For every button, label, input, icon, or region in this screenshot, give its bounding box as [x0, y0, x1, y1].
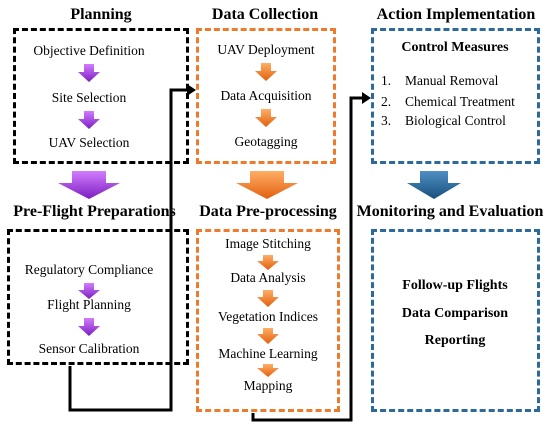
action-box [371, 28, 540, 164]
data-collection-step: Geotagging [234, 134, 298, 149]
data-collection-step: Data Acquisition [220, 88, 312, 103]
preflight-step: Sensor Calibration [38, 341, 140, 356]
planning-heading: Planning [70, 6, 132, 23]
preflight-step: Flight Planning [47, 297, 131, 312]
preprocessing-step: Mapping [243, 378, 293, 393]
control-measure-number: 1. [381, 73, 392, 88]
planning-box [13, 28, 189, 164]
monitoring-item: Reporting [424, 333, 486, 348]
arrow-down-icon [236, 171, 298, 199]
connector-arrow [68, 88, 188, 412]
preprocessing-step: Data Analysis [230, 270, 306, 285]
monitoring-box [371, 229, 540, 412]
data-collection-step: UAV Deployment [217, 42, 315, 57]
arrow-down-icon [407, 171, 461, 199]
control-measures-subtitle: Control Measures [401, 40, 509, 55]
planning-step: UAV Selection [48, 135, 130, 150]
preprocessing-step: Machine Learning [218, 346, 318, 361]
arrow-down-icon [255, 63, 277, 127]
preprocessing-step: Vegetation Indices [217, 309, 319, 324]
arrowhead-icon [187, 84, 196, 96]
arrow-down-icon [58, 171, 120, 199]
planning-step: Site Selection [51, 90, 127, 105]
arrow-down-icon [78, 283, 100, 336]
preprocessing-heading: Data Pre-processing [199, 203, 337, 220]
arrow-down-icon [257, 255, 279, 377]
preflight-step: Regulatory Compliance [24, 262, 154, 277]
arrow-down-icon [78, 64, 100, 129]
control-measure-label: Manual Removal [405, 73, 499, 88]
monitoring-item: Data Comparison [401, 306, 509, 321]
arrowhead-icon [362, 92, 371, 104]
preflight-heading: Pre-Flight Preparations [13, 203, 176, 220]
data-collection-heading: Data Collection [211, 6, 319, 23]
monitoring-item: Follow-up Flights [402, 278, 508, 293]
control-measure-label: Biological Control [405, 113, 506, 128]
control-measure-number: 2. [381, 94, 392, 109]
control-measure-label: Chemical Treatment [405, 94, 515, 109]
monitoring-heading: Monitoring and Evaluation [356, 203, 544, 220]
control-measure-number: 3. [381, 113, 392, 128]
data-collection-box [196, 28, 336, 164]
action-heading: Action Implementation [376, 6, 536, 23]
planning-step: Objective Definition [33, 43, 145, 58]
preprocessing-box [196, 229, 340, 412]
preflight-box [7, 229, 189, 365]
preprocessing-step: Image Stitching [225, 236, 311, 251]
connector-arrow [251, 96, 363, 422]
